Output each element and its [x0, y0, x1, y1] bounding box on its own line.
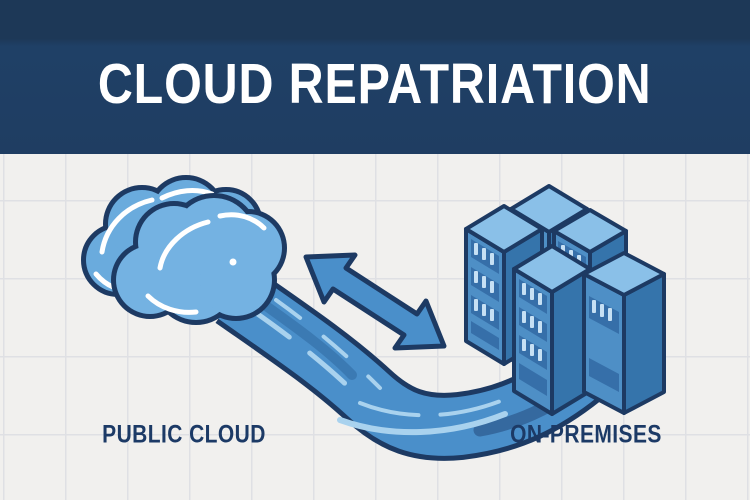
double-arrow-icon — [303, 252, 447, 351]
page-title: CLOUD REPATRIATION — [98, 52, 652, 116]
cloud-icon — [81, 175, 287, 325]
title-banner: CLOUD REPATRIATION — [0, 0, 750, 154]
illustration-area: PUBLIC CLOUD ON-PREMISES — [0, 154, 750, 500]
on-premises-label: ON-PREMISES — [510, 420, 662, 449]
server-rack-icon — [464, 184, 666, 416]
illustration-scene — [81, 175, 666, 461]
public-cloud-label: PUBLIC CLOUD — [102, 420, 266, 449]
server-tower — [582, 251, 666, 415]
cloud-highlight-dot — [229, 258, 237, 266]
server-tower — [512, 244, 592, 416]
